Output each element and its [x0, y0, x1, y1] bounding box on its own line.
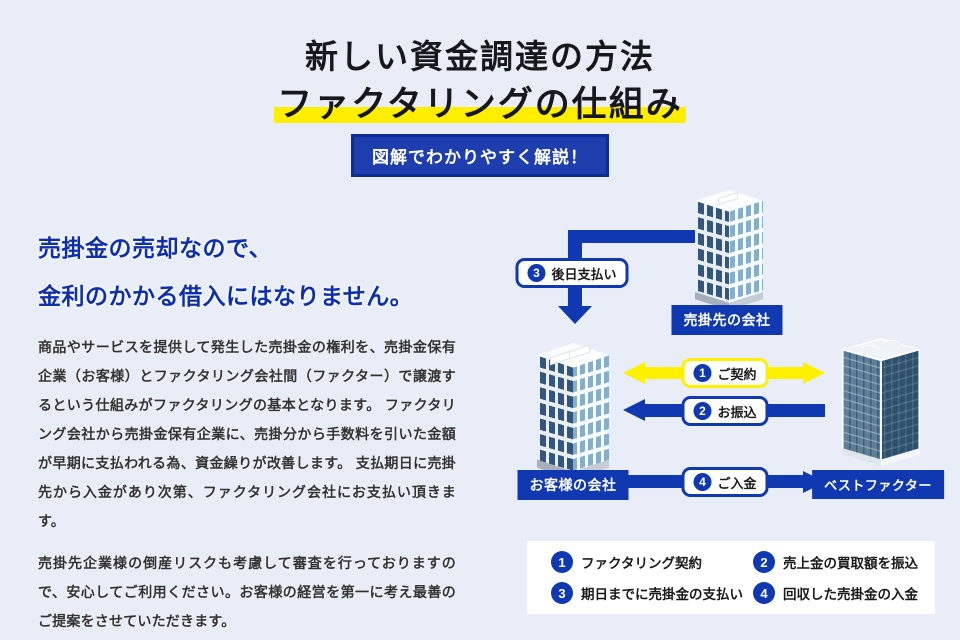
arrow-label-2-text: お振込 — [717, 404, 757, 420]
arrow-label-1: 1 ご契約 — [681, 358, 769, 388]
legend-4-text: 回収した売掛金の入金 — [782, 587, 918, 602]
building-left-face — [537, 355, 573, 475]
legend-item-1: 1 ファクタリング契約 — [551, 551, 753, 573]
arrow-label-4-text: ご入金 — [717, 475, 757, 491]
arrow-label-2: 2 お振込 — [681, 396, 769, 426]
building-left-face — [695, 200, 729, 306]
seller-company-label: 売掛先の会社 — [671, 305, 783, 335]
description-column: 売掛金の売却なので、 金利のかかる借入にはなりません。 商品やサービスを提供して… — [38, 224, 456, 636]
seller-building-illustration — [695, 190, 763, 310]
highlighted-title-text: ファクタリングの仕組み — [274, 85, 686, 124]
arrow1-arrowhead-left-icon — [623, 362, 645, 384]
building-right-face — [573, 355, 609, 475]
step-3-number-badge: 3 — [527, 264, 546, 282]
legend-2-text: 売上金の買取額を振込 — [782, 556, 918, 571]
factor-building-illustration — [842, 338, 920, 466]
arrow2-arrowhead-left-icon — [623, 399, 645, 421]
lead-heading-line2: 金利のかかる借入にはなりません。 — [38, 283, 414, 309]
legend-4-number-badge: 4 — [752, 582, 775, 604]
customer-company-label: お客様の会社 — [517, 470, 629, 500]
legend-1-number-badge: 1 — [551, 551, 573, 573]
building-right-face — [881, 350, 919, 460]
body-paragraph-2: 売掛先企業様の倒産リスクも考慮して審査を行っておりますので、安心してご利用くださ… — [38, 555, 456, 629]
lead-heading-line1: 売掛金の売却なので、 — [38, 235, 273, 261]
legend-2-number-badge: 2 — [752, 551, 775, 573]
arrow3-arrowhead-down-icon — [558, 306, 592, 324]
legend-item-2: 2 売上金の買取額を振込 — [752, 551, 925, 573]
legend-1-text: ファクタリング契約 — [581, 556, 702, 571]
building-left-face — [843, 350, 881, 460]
legend-3-text: 期日までに売掛金の支払い — [581, 587, 743, 602]
legend-box: 1 ファクタリング契約 2 売上金の買取額を振込 3 期日までに売掛金の支払い … — [527, 541, 935, 614]
page-title-line2: ファクタリングの仕組み — [0, 76, 960, 127]
body-paragraph-1: 商品やサービスを提供して発生した売掛金の権利を、売掛金保有企業（お客様）とファク… — [38, 339, 456, 529]
arrow-label-1-text: ご契約 — [717, 366, 757, 382]
rooftop-vent-icon — [882, 341, 900, 349]
arrow1-arrowhead-right-icon — [803, 362, 825, 384]
step-4-number-badge: 4 — [693, 473, 712, 491]
page-title-line1: 新しい資金調達の方法 — [305, 38, 655, 75]
arrow3-horizontal-segment — [568, 230, 698, 243]
arrow-label-4: 4 ご入金 — [681, 467, 769, 497]
step-2-number-badge: 2 — [693, 402, 712, 420]
arrow-label-3-text: 後日支払い — [551, 266, 617, 282]
building-right-face — [729, 200, 763, 306]
factoring-flow-diagram: 3 後日支払い 売掛先の会社 お客様の会社 — [480, 180, 960, 620]
rooftop-vent-icon — [860, 345, 878, 353]
legend-item-3: 3 期日までに売掛金の支払い — [551, 582, 753, 604]
subtitle-badge: 図解でわかりやすく解説！ — [351, 134, 609, 177]
customer-building-illustration — [537, 343, 609, 480]
legend-3-number-badge: 3 — [551, 582, 573, 604]
factor-company-label: ベストファクター — [812, 470, 944, 499]
arrow-label-3: 3 後日支払い — [515, 258, 629, 288]
step-1-number-badge: 1 — [693, 364, 712, 382]
legend-item-4: 4 回収した売掛金の入金 — [752, 582, 925, 604]
